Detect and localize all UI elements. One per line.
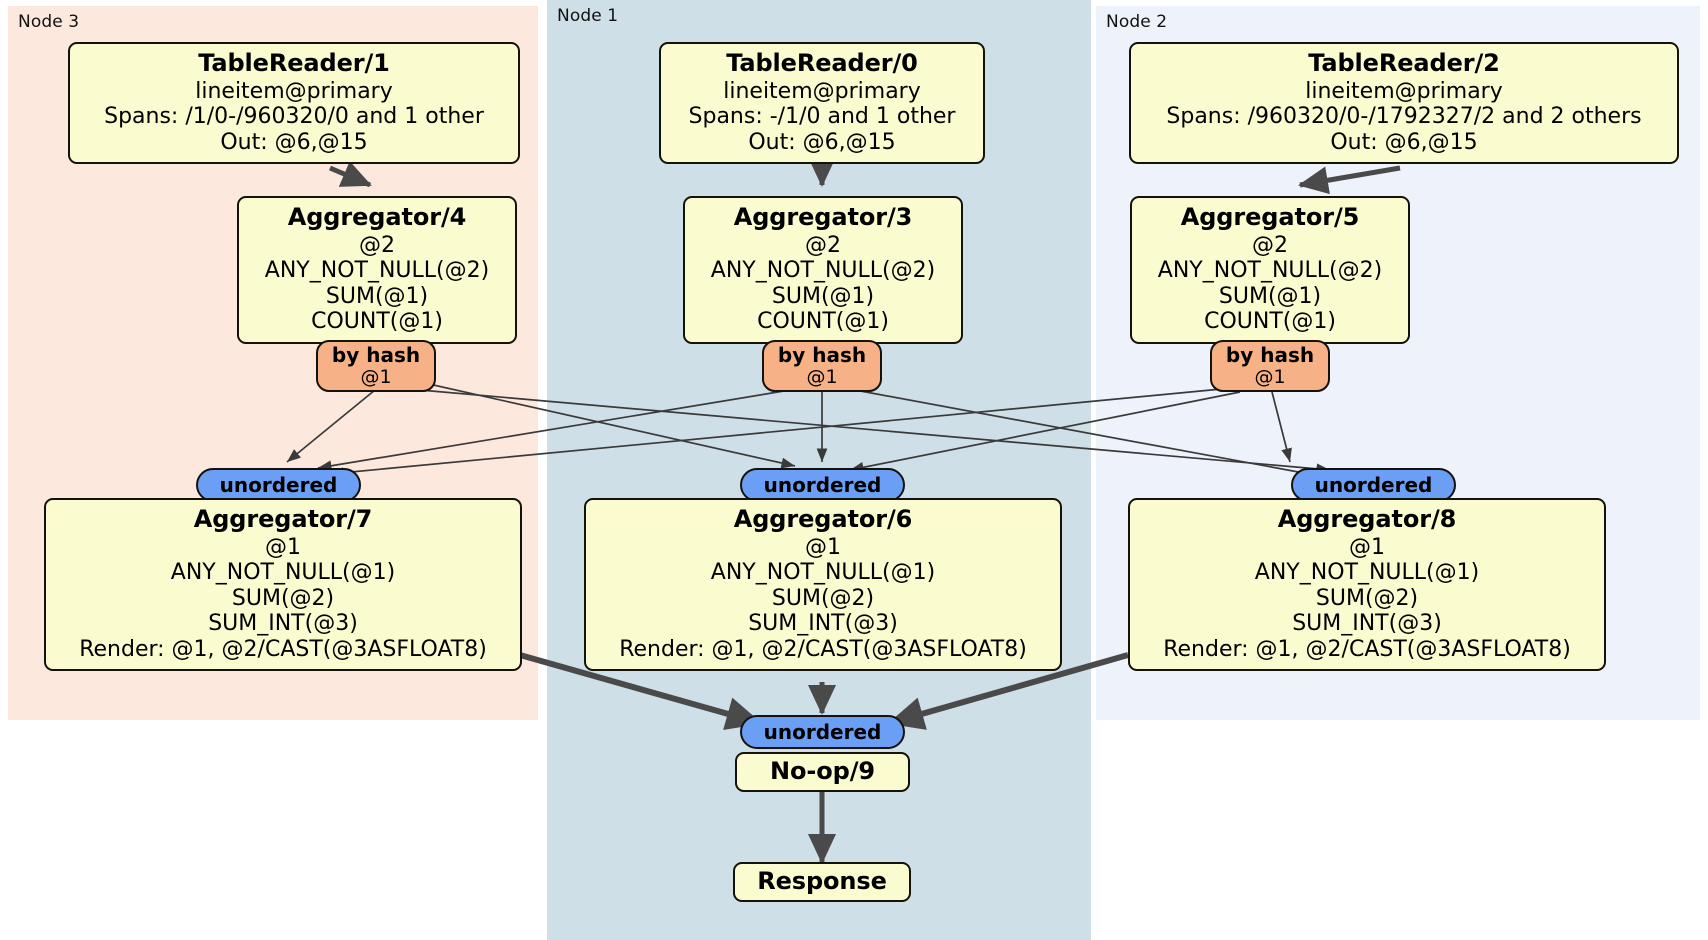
router-label: unordered (1314, 473, 1433, 497)
processor-line: lineitem@primary (195, 78, 393, 104)
processor-title: TableReader/0 (726, 49, 918, 77)
router-column-label: @1 (1254, 366, 1286, 389)
processor-line: ANY_NOT_NULL(@2) (1157, 258, 1383, 284)
processor-aggregator-7[interactable]: Aggregator/7 @1 ANY_NOT_NULL(@1) SUM(@2)… (44, 498, 522, 672)
processor-line: SUM_INT(@3) (208, 611, 358, 637)
processor-line: ANY_NOT_NULL(@1) (170, 560, 396, 586)
processor-line: lineitem@primary (723, 78, 921, 104)
processor-title: Aggregator/7 (193, 505, 373, 533)
router-type-label: by hash (331, 343, 421, 368)
processor-line: @1 (265, 534, 301, 560)
processor-title: Aggregator/4 (287, 203, 467, 231)
processor-title: TableReader/1 (198, 49, 390, 77)
processor-tablereader-2[interactable]: TableReader/2 lineitem@primary Spans: /9… (1129, 42, 1679, 165)
processor-line: ANY_NOT_NULL(@1) (710, 560, 936, 586)
processor-line: @1 (1349, 534, 1385, 560)
processor-line: SUM(@1) (771, 283, 875, 309)
processor-line: COUNT(@1) (757, 309, 889, 335)
processor-line: Spans: /1/0-/960320/0 and 1 other (104, 104, 484, 130)
processor-line: lineitem@primary (1305, 78, 1503, 104)
processor-line: SUM(@2) (231, 585, 335, 611)
processor-line: @2 (1252, 232, 1288, 258)
processor-line: ANY_NOT_NULL(@2) (710, 258, 936, 284)
processor-aggregator-3[interactable]: Aggregator/3 @2 ANY_NOT_NULL(@2) SUM(@1)… (683, 196, 963, 344)
processor-tablereader-0[interactable]: TableReader/0 lineitem@primary Spans: -/… (659, 42, 985, 165)
processor-response[interactable]: Response (733, 862, 911, 902)
node-panel-label: Node 3 (18, 12, 80, 32)
node-panel-label: Node 1 (557, 6, 619, 26)
processor-line: ANY_NOT_NULL(@2) (264, 258, 490, 284)
processor-title: Aggregator/5 (1180, 203, 1360, 231)
processor-line: SUM(@2) (771, 585, 875, 611)
processor-title: Aggregator/3 (733, 203, 913, 231)
router-by-hash-mid[interactable]: by hash @1 (762, 340, 882, 392)
processor-tablereader-1[interactable]: TableReader/1 lineitem@primary Spans: /1… (68, 42, 520, 165)
processor-line: @2 (805, 232, 841, 258)
processor-line: @1 (805, 534, 841, 560)
processor-line: Spans: /960320/0-/1792327/2 and 2 others (1166, 104, 1642, 130)
processor-aggregator-6[interactable]: Aggregator/6 @1 ANY_NOT_NULL(@1) SUM(@2)… (584, 498, 1062, 672)
router-by-hash-left[interactable]: by hash @1 (316, 340, 436, 392)
router-unordered-right[interactable]: unordered (1291, 468, 1456, 502)
router-label: unordered (219, 473, 338, 497)
processor-aggregator-4[interactable]: Aggregator/4 @2 ANY_NOT_NULL(@2) SUM(@1)… (237, 196, 517, 344)
processor-line: SUM(@2) (1315, 585, 1419, 611)
processor-line: Out: @6,@15 (1330, 129, 1478, 155)
processor-title: No-op/9 (770, 757, 875, 786)
processor-line: ANY_NOT_NULL(@1) (1254, 560, 1480, 586)
processor-line: Render: @1, @2/CAST(@3ASFLOAT8) (1163, 636, 1571, 662)
router-type-label: by hash (1225, 343, 1315, 368)
processor-aggregator-5[interactable]: Aggregator/5 @2 ANY_NOT_NULL(@2) SUM(@1)… (1130, 196, 1410, 344)
node-panel-label: Node 2 (1106, 12, 1168, 32)
router-label: unordered (763, 473, 882, 497)
processor-line: Spans: -/1/0 and 1 other (688, 104, 956, 130)
router-by-hash-right[interactable]: by hash @1 (1210, 340, 1330, 392)
router-unordered-left[interactable]: unordered (196, 468, 361, 502)
processor-line: COUNT(@1) (311, 309, 443, 335)
processor-line: Render: @1, @2/CAST(@3ASFLOAT8) (619, 636, 1027, 662)
router-label: unordered (763, 720, 882, 744)
router-unordered-mid[interactable]: unordered (740, 468, 905, 502)
router-column-label: @1 (360, 366, 392, 389)
processor-line: Out: @6,@15 (220, 129, 368, 155)
processor-line: SUM_INT(@3) (1292, 611, 1442, 637)
router-unordered-final[interactable]: unordered (740, 715, 905, 749)
processor-line: SUM(@1) (325, 283, 429, 309)
processor-title: Response (757, 867, 887, 896)
processor-title: Aggregator/6 (733, 505, 913, 533)
processor-line: Out: @6,@15 (748, 129, 896, 155)
processor-title: Aggregator/8 (1277, 505, 1457, 533)
processor-line: SUM(@1) (1218, 283, 1322, 309)
processor-noop-9[interactable]: No-op/9 (735, 752, 910, 792)
processor-aggregator-8[interactable]: Aggregator/8 @1 ANY_NOT_NULL(@1) SUM(@2)… (1128, 498, 1606, 672)
processor-title: TableReader/2 (1308, 49, 1500, 77)
processor-line: SUM_INT(@3) (748, 611, 898, 637)
processor-line: Render: @1, @2/CAST(@3ASFLOAT8) (79, 636, 487, 662)
processor-line: COUNT(@1) (1204, 309, 1336, 335)
router-type-label: by hash (777, 343, 867, 368)
processor-line: @2 (359, 232, 395, 258)
router-column-label: @1 (806, 366, 838, 389)
